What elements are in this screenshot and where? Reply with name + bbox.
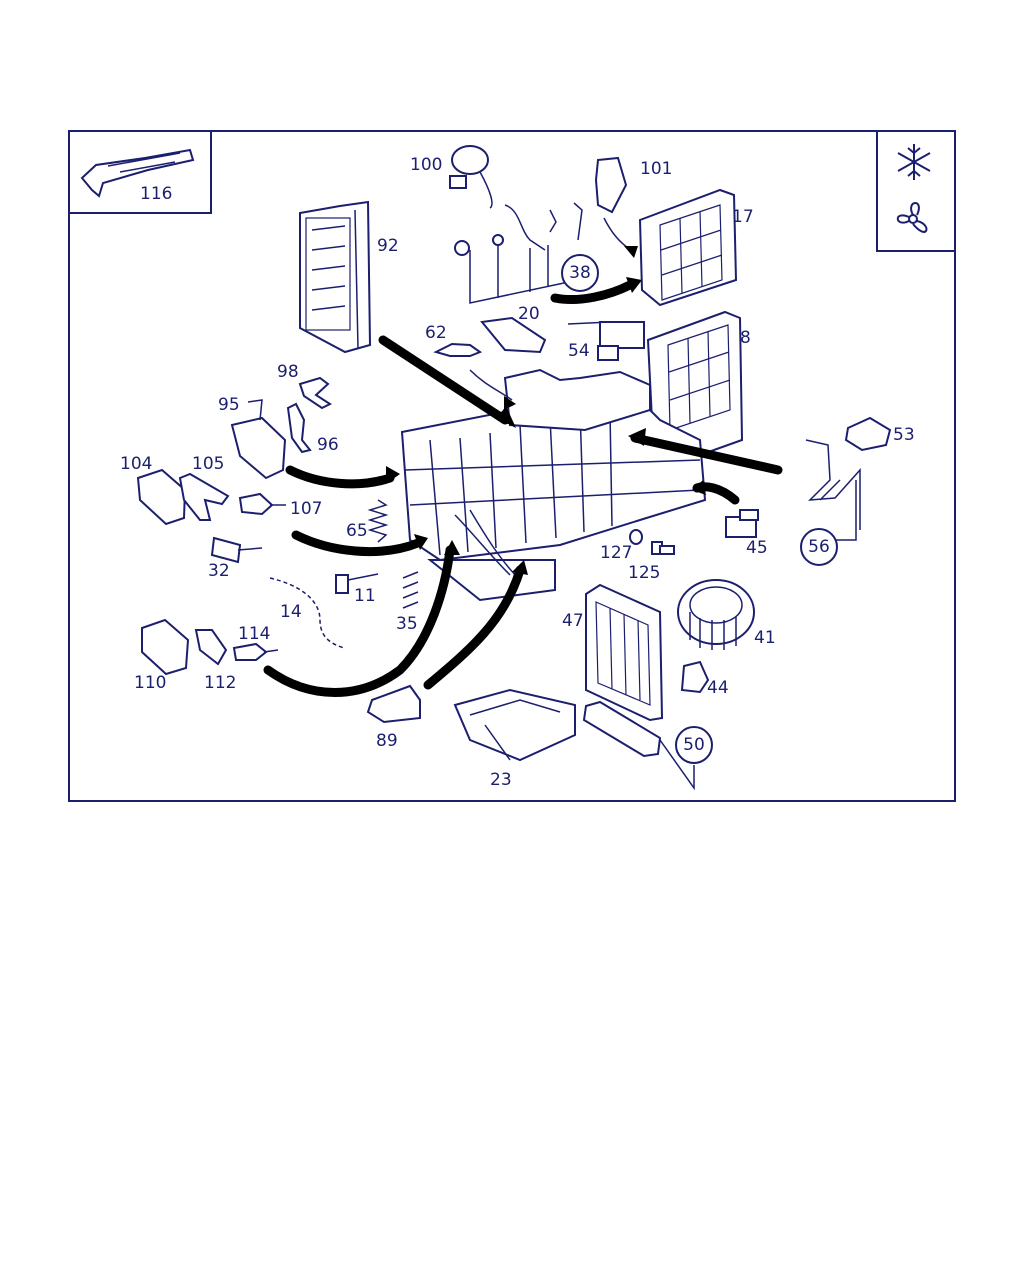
part-11-clip: [335, 573, 379, 594]
label-44: 44: [707, 678, 729, 698]
label-8: 8: [740, 328, 751, 348]
main-hvac-housing: [400, 368, 707, 602]
label-125: 125: [628, 563, 661, 583]
part-53-sensor: [844, 416, 892, 452]
label-96: 96: [317, 435, 339, 455]
label-100: 100: [410, 155, 443, 175]
callout-56: 56: [800, 528, 838, 566]
callout-50: 50: [675, 726, 713, 764]
label-23: 23: [490, 770, 512, 790]
part-125-bolt: [651, 541, 675, 555]
part-127-washer: [629, 529, 643, 545]
part-98-link: [298, 376, 333, 410]
label-20: 20: [518, 304, 540, 324]
part-41-blower: [677, 579, 755, 650]
label-62: 62: [425, 323, 447, 343]
label-65: 65: [346, 521, 368, 541]
label-114: 114: [238, 624, 271, 644]
label-101: 101: [640, 159, 673, 179]
label-35: 35: [396, 614, 418, 634]
part-101-servo: [594, 156, 628, 214]
label-11: 11: [354, 586, 376, 606]
part-65-spring: [367, 499, 389, 543]
part-44-resistor: [680, 660, 710, 694]
part-35-clips: [402, 571, 419, 609]
assembly-arrows: [263, 217, 783, 697]
part-17-housing: [638, 188, 738, 307]
part-54-actuator: [567, 321, 645, 361]
part-110-servo: [141, 618, 190, 676]
label-45: 45: [746, 538, 768, 558]
part-114-link: [232, 642, 279, 661]
label-47: 47: [562, 611, 584, 631]
label-41: 41: [754, 628, 776, 648]
part-8-housing: [646, 310, 744, 457]
part-20-cover: [480, 316, 547, 354]
part-20-bracket: [454, 202, 583, 304]
fan-icon: [896, 202, 928, 233]
part-92-evaporator: [299, 200, 372, 354]
callout-38: 38: [561, 254, 599, 292]
part-105-lever: [178, 472, 230, 521]
part-89-module: [366, 684, 421, 724]
label-95: 95: [218, 395, 240, 415]
part-32-sensor: [210, 536, 263, 564]
label-116: 116: [140, 184, 173, 204]
label-104: 104: [120, 454, 153, 474]
label-92: 92: [377, 236, 399, 256]
part-104-servo: [136, 468, 187, 526]
snowflake-icon: [897, 144, 931, 180]
part-47-filter: [585, 583, 664, 722]
part-45-connector: [725, 509, 759, 538]
arrowheads: [386, 246, 706, 575]
part-50-rail: [582, 700, 662, 758]
part-112-lever: [194, 629, 228, 666]
part-100-sensor: [449, 145, 493, 209]
part-116-bracket: [80, 148, 195, 198]
part-95-servo: [230, 399, 287, 480]
label-53: 53: [893, 425, 915, 445]
label-110: 110: [134, 673, 167, 693]
inset-box-116: [68, 130, 212, 214]
part-23-tray: [453, 688, 576, 762]
label-105: 105: [192, 454, 225, 474]
label-112: 112: [204, 673, 237, 693]
label-17: 17: [732, 207, 754, 227]
label-127: 127: [600, 543, 633, 563]
part-56-bracket: [805, 439, 861, 530]
label-98: 98: [277, 362, 299, 382]
label-107: 107: [290, 499, 323, 519]
part-14-hose: [269, 577, 345, 649]
part-107-link: [238, 492, 286, 516]
label-32: 32: [208, 561, 230, 581]
label-89: 89: [376, 731, 398, 751]
label-14: 14: [280, 602, 302, 622]
label-54: 54: [568, 341, 590, 361]
part-96-lever: [286, 402, 312, 454]
icon-box: [876, 130, 956, 252]
part-62-clip: [433, 342, 483, 357]
